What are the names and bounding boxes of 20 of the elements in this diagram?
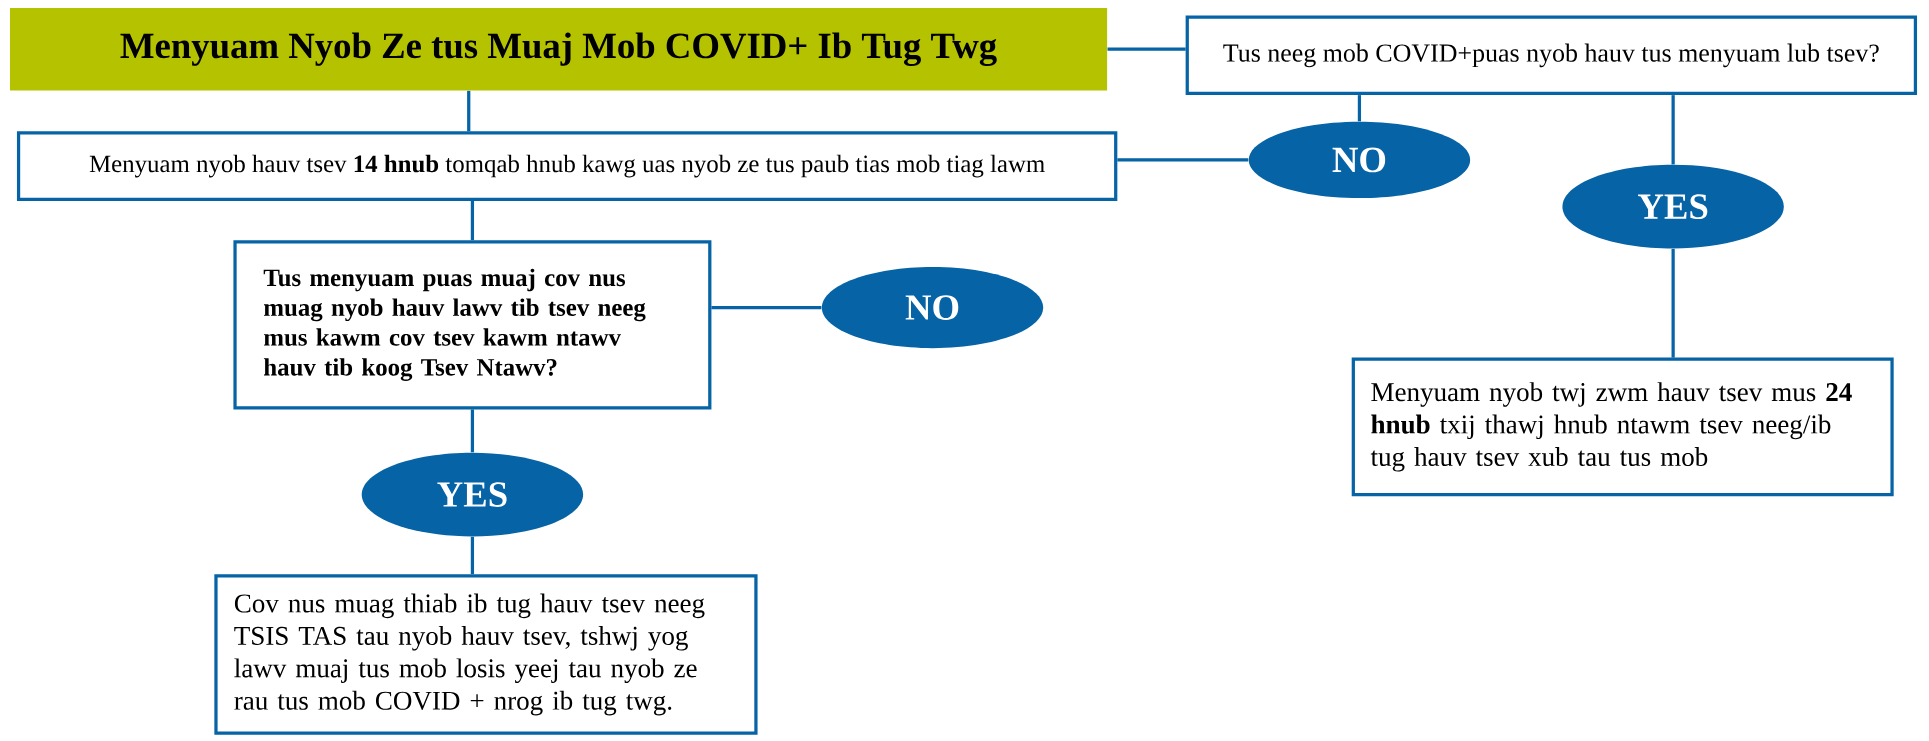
connector-line <box>1117 158 1249 162</box>
answer-oval: NO <box>1248 122 1471 199</box>
process-box: Cov nus muag thiab ib tug hauv tsev neeg TSIS TAS tau nyob hauv tsev, tshwj yog lawv muaj tus mob losis yeej tau nyob ze rau tus mob COVID + nrog ib tug twg. <box>214 574 758 736</box>
process-box: Menyuam nyob twj zwm hauv tsev mus 24 hnub txij thawj hnub ntawm tsev neeg/ib tug hauv tsev xub tau tus mob <box>1351 357 1894 497</box>
answer-oval: YES <box>1562 165 1784 249</box>
connector-line <box>467 91 471 132</box>
answer-oval: YES <box>361 452 584 537</box>
title-banner: Menyuam Nyob Ze tus Muaj Mob COVID+ Ib Tug Twg <box>9 8 1108 91</box>
connector-line <box>1107 47 1186 52</box>
connector-line <box>1671 95 1675 165</box>
answer-oval: NO <box>821 267 1044 349</box>
connector-line <box>1357 95 1362 122</box>
process-box: Tus neeg mob COVID+puas nyob hauv tus menyuam lub tsev? <box>1185 15 1918 96</box>
connector-line <box>470 537 475 575</box>
process-box: Menyuam nyob hauv tsev 14 hnub tomqab hnub kawg uas nyob ze tus paub tias mob tiag lawm <box>16 131 1118 202</box>
connector-line <box>1671 249 1675 358</box>
connector-line <box>711 306 822 310</box>
decision-box: Tus menyuam puas muaj cov nus muag nyob hauv lawv tib tsev neeg mus kawm cov tsev kawm ntawv hauv tib koog Tsev Ntawv? <box>233 240 712 410</box>
connector-line <box>470 409 475 453</box>
connector-line <box>470 201 475 241</box>
